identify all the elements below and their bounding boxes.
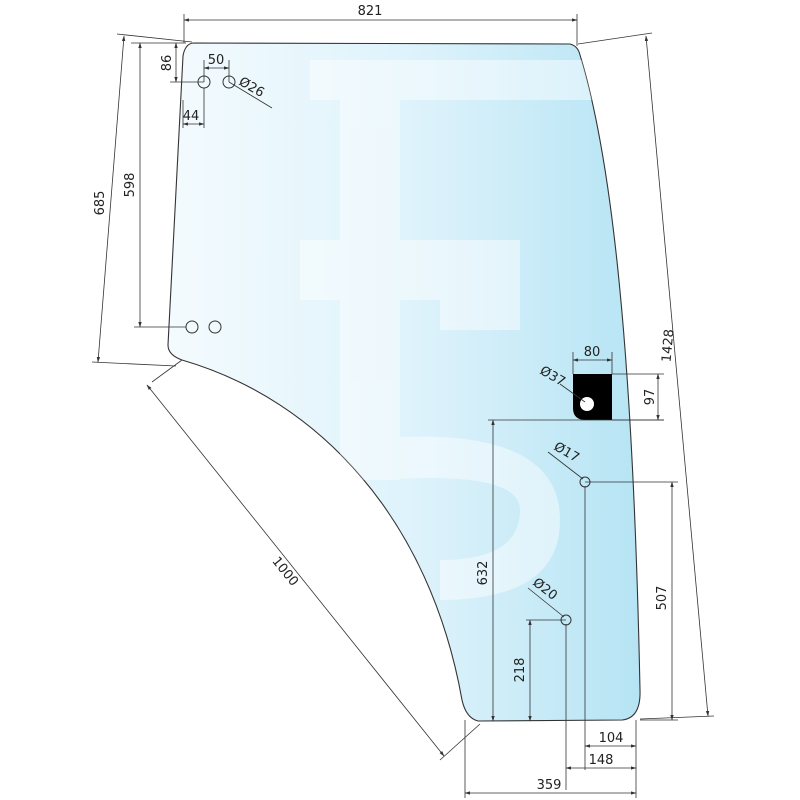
dim-bottom-offset-1: 104 [584,731,637,748]
hole-mid-right [208,320,222,334]
label-left-height: 685 [93,191,108,216]
label-cutout-level: 632 [476,561,491,586]
mounting-cutout [573,374,612,420]
dim-edge-offset: 44 [182,88,205,128]
label-bottom-offset-2: 148 [589,753,614,768]
label-top-width: 821 [358,4,383,19]
dim-hole17-height: 507 [585,481,678,721]
cutout-hole [580,397,594,411]
dim-right-height: 1428 [577,32,715,720]
label-right-height: 1428 [660,329,678,363]
label-hole20-height: 218 [513,658,528,683]
glass-panel-outline [167,42,641,722]
label-bottom-offset-1: 104 [599,731,624,746]
dim-cutout-level: 632 [476,419,664,722]
dim-hole-spacing: 50 [203,53,230,82]
dim-top-offset: 86 [160,42,204,83]
dim-bottom-width: 359 [464,778,637,795]
dim-hole20-height: 218 [513,619,566,722]
label-hole-row: 598 [123,173,138,198]
dim-cutout-width: 80 [572,345,613,374]
watermark-logo [300,60,610,600]
label-bottom-width: 359 [537,778,562,793]
label-hole17-height: 507 [655,586,670,611]
label-cutout-height: 97 [643,389,658,406]
label-cutout-width: 80 [584,345,601,360]
dim-top-width: 821 [183,4,578,46]
label-top-offset: 86 [160,55,175,72]
dim-left-height: 685 [91,33,193,367]
label-hole-spacing: 50 [208,53,225,68]
dim-bottom-offset-2: 148 [565,753,637,770]
label-edge-offset: 44 [183,109,200,124]
